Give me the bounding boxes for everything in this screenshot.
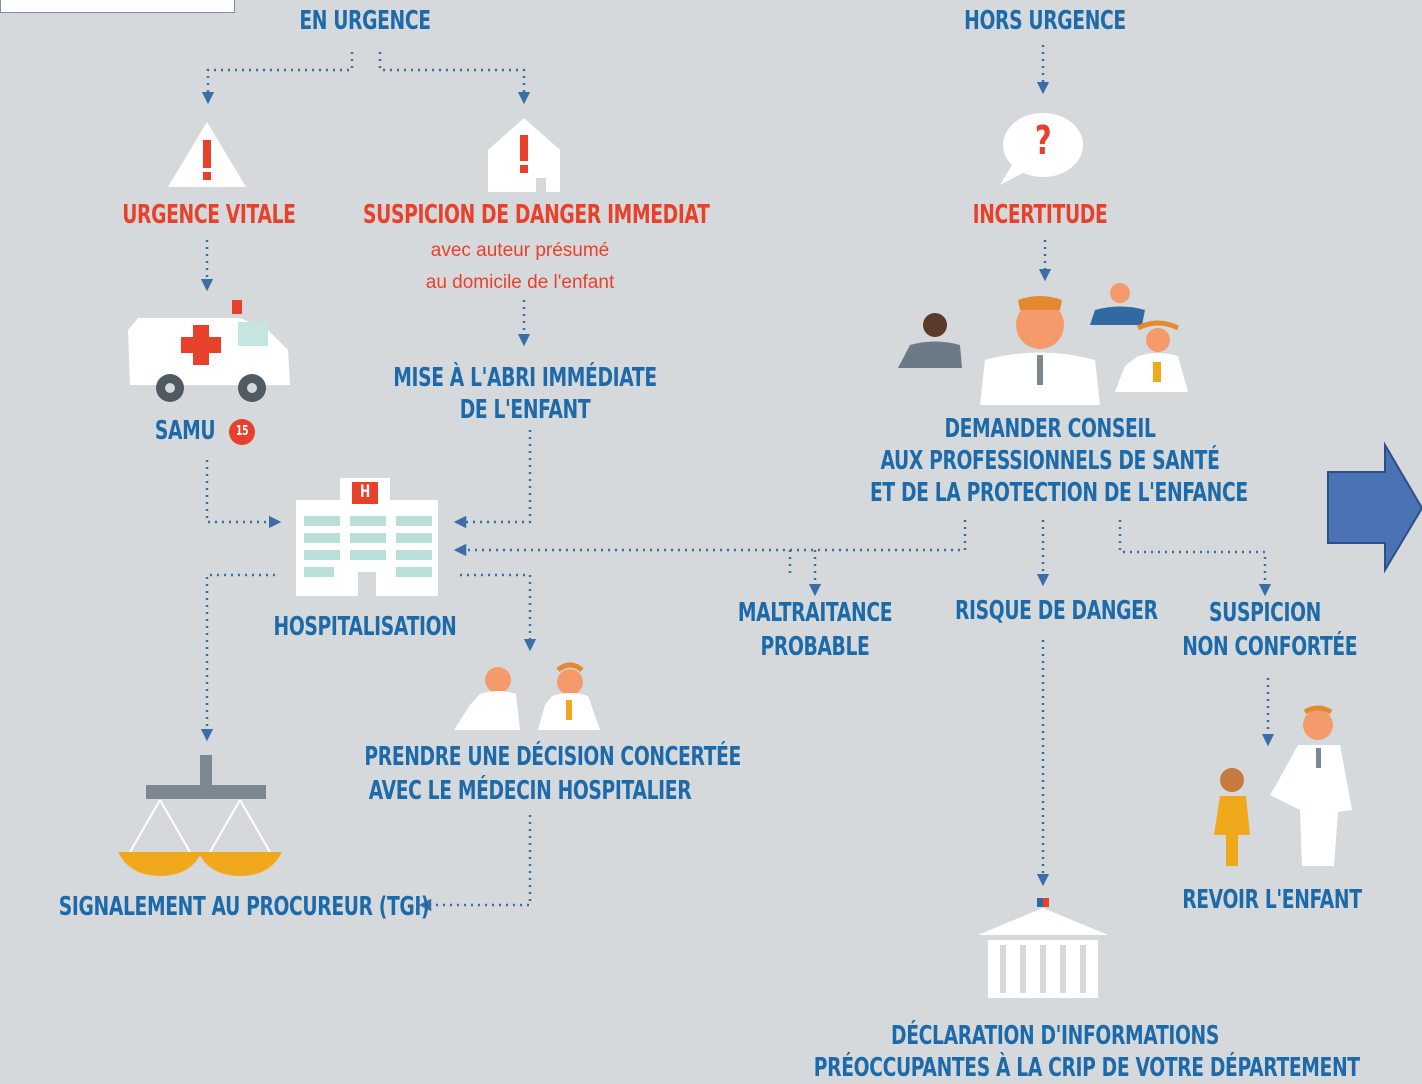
connector-urgence-left <box>201 52 354 105</box>
question-bubble-icon <box>1000 113 1083 185</box>
label-revoir-enfant: REVOIR L'ENFANT <box>1182 885 1362 915</box>
label-samu: SAMU <box>154 416 216 446</box>
connector-hospital-scale <box>200 573 275 742</box>
connector-decision-signalement <box>418 815 532 912</box>
samu-number-label: 15 <box>235 424 249 439</box>
hospital-sign-label: H <box>360 482 370 502</box>
hospital-icon <box>296 478 438 596</box>
label-suspicion-danger: SUSPICION DE DANGER IMMEDIAT <box>363 200 710 230</box>
label-urgence-vitale: URGENCE VITALE <box>122 200 296 230</box>
label-prendre-decision: PRENDRE UNE DÉCISION CONCERTÉE AVEC LE M… <box>364 740 741 808</box>
label-mise-abri-line-1: MISE À L'ABRI IMMÉDIATE <box>393 363 657 393</box>
label-decision-line-2: AVEC LE MÉDECIN HOSPITALIER <box>368 776 692 806</box>
label-declaration-line-1: DÉCLARATION D'INFORMATIONS <box>891 1021 1219 1051</box>
public-building-icon <box>978 898 1108 998</box>
label-conseil-line-2: AUX PROFESSIONNELS DE SANTÉ <box>880 446 1220 476</box>
connector-conseil-hospital <box>453 520 967 557</box>
label-hospitalisation: HOSPITALISATION <box>273 612 457 642</box>
label-suspicion-non-line-1: SUSPICION <box>1209 598 1321 628</box>
branch-hors-urgence: HORS URGENCE <box>964 6 1126 36</box>
label-mise-abri-line-2: DE L'ENFANT <box>459 395 591 425</box>
label-conseil-line-3: ET DE LA PROTECTION DE L'ENFANCE <box>870 478 1248 508</box>
doctor-child-icon <box>1214 705 1352 866</box>
label-suspicion-detail-1: avec auteur présumé <box>430 240 610 261</box>
label-incertitude: INCERTITUDE <box>972 200 1108 230</box>
connector-mise-hospital <box>453 430 532 529</box>
house-warning-icon <box>488 118 560 192</box>
label-maltraitance-line-2: PROBABLE <box>760 632 870 662</box>
health-professionals-icon <box>898 283 1188 405</box>
label-suspicion-non-line-2: NON CONFORTÉE <box>1182 632 1358 662</box>
ambulance-icon <box>128 300 290 402</box>
connectors <box>200 45 1275 912</box>
corner-box <box>0 0 235 13</box>
warning-triangle-icon <box>168 122 246 187</box>
connector-conseil-suspicion <box>1118 520 1272 597</box>
label-mise-abri: MISE À L'ABRI IMMÉDIATE DE L'ENFANT <box>392 362 658 426</box>
samu-15-badge <box>229 419 255 445</box>
branch-en-urgence: EN URGENCE <box>299 6 431 36</box>
connector-samu-hospital <box>205 460 282 529</box>
label-signalement: SIGNALEMENT AU PROCUREUR (TGI) <box>58 892 430 922</box>
doctors-on-phone-icon <box>454 662 600 730</box>
balance-scale-icon <box>118 755 282 876</box>
label-conseil-line-1: DEMANDER CONSEIL <box>944 414 1156 444</box>
label-declaration-line-2: PRÉOCCUPANTES À LA CRIP DE VOTRE DÉPARTE… <box>813 1053 1360 1083</box>
label-maltraitance: MALTRAITANCE PROBABLE <box>732 596 898 664</box>
connector-urgence-right <box>378 52 531 105</box>
connector-hospital-doctors <box>460 573 537 652</box>
label-risque-danger: RISQUE DE DANGER <box>955 596 1158 626</box>
question-mark-glyph: ? <box>1034 118 1052 164</box>
label-suspicion-detail-2: au domicile de l'enfant <box>425 272 615 293</box>
next-arrow[interactable] <box>1327 441 1422 574</box>
label-declaration: DÉCLARATION D'INFORMATIONS PRÉOCCUPANTES… <box>813 1020 1360 1084</box>
label-maltraitance-line-1: MALTRAITANCE <box>737 598 893 628</box>
label-decision-line-1: PRENDRE UNE DÉCISION CONCERTÉE <box>364 742 741 772</box>
label-suspicion-non-confortee: SUSPICION NON CONFORTÉE <box>1182 596 1358 664</box>
label-demander-conseil: DEMANDER CONSEIL AUX PROFESSIONNELS DE S… <box>870 413 1248 509</box>
